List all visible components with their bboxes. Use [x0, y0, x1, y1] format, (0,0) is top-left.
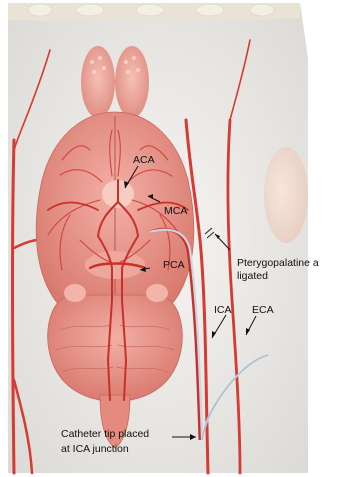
label-catheter-line2: at ICA junction [61, 443, 129, 455]
label-pterygopalatine-line2: ligated [237, 270, 268, 282]
pons-left-lobe [64, 284, 86, 302]
pons-right-lobe [146, 284, 168, 302]
label-catheter-line1: Catheter tip placed [61, 428, 149, 440]
label-mca: MCA [164, 205, 187, 217]
label-pca: PCA [163, 259, 185, 271]
gland [264, 147, 308, 243]
label-eca: ECA [252, 304, 274, 316]
label-pterygopalatine-line1: Pterygopalatine a [237, 257, 319, 269]
label-aca: ACA [133, 154, 155, 166]
label-ica: ICA [214, 304, 232, 316]
